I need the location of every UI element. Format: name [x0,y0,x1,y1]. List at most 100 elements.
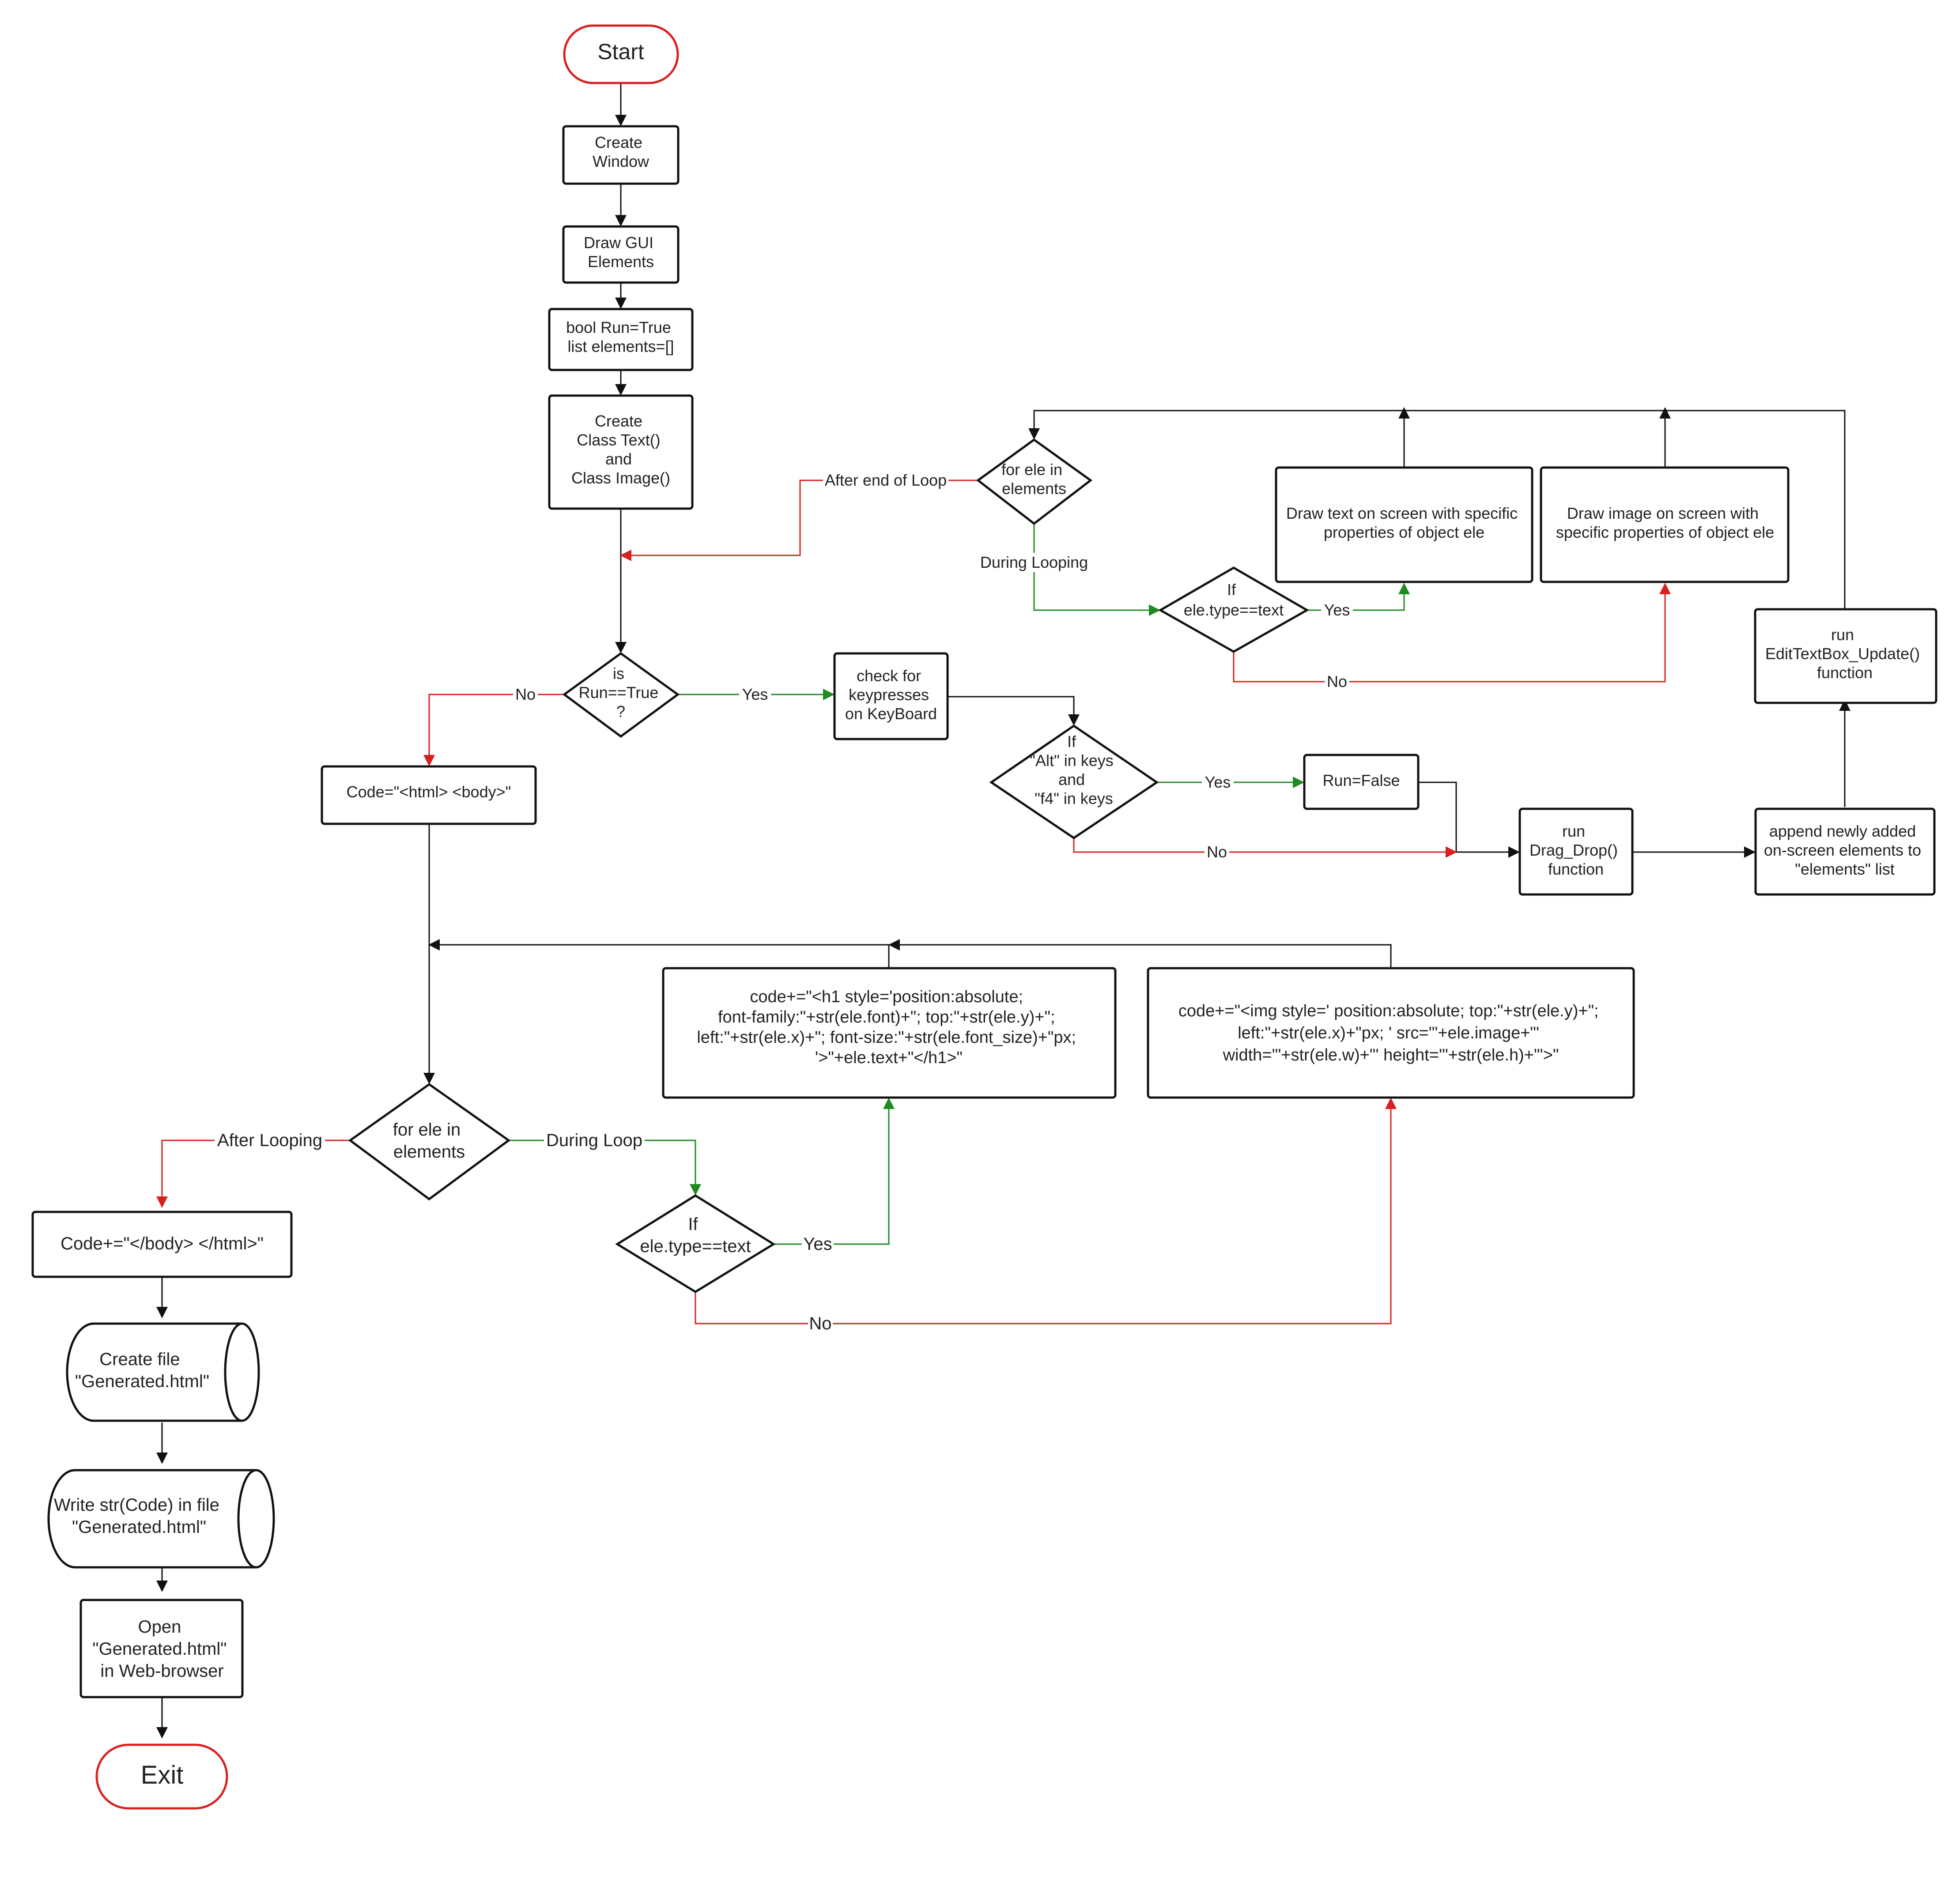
arrowhead [1839,699,1850,711]
arrowhead [615,642,627,653]
edge-label-after-looping: After Looping [217,1131,322,1150]
arrowhead [423,755,435,766]
node-text: Start Create Window Draw GUI Elements bo… [54,39,1926,1789]
draw-gui-label: Draw GUI Elements [584,234,658,271]
code-init-label: Code="<html> <body>" [347,783,511,801]
arrowhead [1398,407,1410,419]
arrowhead [615,298,627,309]
start-label: Start [597,39,644,64]
code-close-box [31,1211,293,1278]
arrowheads [156,115,1850,1739]
drag-drop-label: run Drag_Drop() function [1529,822,1622,878]
arrowhead [1446,846,1457,858]
arrowhead [1744,846,1756,858]
arrowhead [1659,583,1671,594]
arrowhead [1385,1098,1397,1109]
label-bg [978,553,1091,572]
edge-label-backgrounds [215,471,1353,1334]
arrowhead [423,1073,435,1084]
if-text-top-label: If ele.type==text [1184,581,1284,619]
write-file-label: Write str(Code) in file "Generated.html" [54,1495,224,1537]
label-bg [802,1234,834,1254]
exit-label: Exit [141,1761,184,1789]
exit-terminal [95,1743,228,1810]
create-file-label: Create file "Generated.html" [75,1350,209,1391]
write-file-cylinder [47,1469,275,1569]
edge-if-text-top-no [1233,590,1666,683]
arrowhead [690,1184,701,1196]
edge-label-after-end-of-loop: After end of Loop [825,471,947,489]
arrowhead [888,939,900,951]
edge-if-text-bottom-no [695,1106,1392,1324]
start-terminal [563,24,679,84]
run-false-label: Run=False [1322,771,1400,789]
create-window-box [562,125,680,185]
if-text-bottom-label: If ele.type==text [640,1215,751,1256]
arrowhead [823,689,835,700]
arrowhead [1068,714,1080,726]
init-vars-label: bool Run=True list elements=[] [566,318,676,355]
edge-label-no-alt: No [1207,843,1227,861]
open-browser-box [79,1599,244,1698]
loop-bottom-diamond [348,1083,511,1201]
open-browser-label: Open "Generated.html" in Web-browser [92,1617,231,1681]
arrowhead [156,1727,168,1739]
edge-loop-back-top [1033,410,1846,609]
arrowhead [156,1581,168,1592]
is-run-label: is Run==True ? [579,664,663,721]
arrowhead [156,1307,168,1318]
code-img-label: code+="<img style=' position:absolute; t… [1178,1002,1603,1064]
label-bg [1321,600,1353,620]
is-run-diamond [562,652,680,738]
drag-drop-box [1518,807,1634,896]
label-bg [808,1313,833,1334]
nodes [31,24,1937,1810]
append-box [1754,807,1936,896]
loop-top-diamond [976,438,1093,525]
label-bg [739,685,771,704]
arrowhead [1293,777,1304,788]
edge-alt-no [1073,838,1449,853]
loop-bottom-label: for ele in elements [393,1120,466,1162]
edge-code-h1-back [436,944,890,968]
arrowhead [1508,846,1520,858]
draw-text-label: Draw text on screen with specific proper… [1286,504,1522,541]
run-false-box [1303,754,1420,810]
edge-is-run-no [428,694,564,758]
edge-code-img-back [896,944,1392,968]
append-label: append newly added on-screen elements to… [1764,822,1926,878]
edges [161,83,1846,1731]
create-classes-label: Create Class Text() and Class Image() [571,412,670,487]
arrowhead [428,939,440,951]
edge-label-no-text-bottom: No [809,1314,831,1333]
draw-image-box [1540,466,1790,583]
arrowhead [156,1453,168,1464]
edge-check-keys-to-alt [947,696,1075,718]
arrowhead [615,384,627,396]
run-edit-box [1754,608,1937,704]
code-img-box [1147,967,1635,1099]
arrowhead [1028,428,1040,440]
edge-label-yes-run: Yes [742,685,768,703]
code-h1-box [662,967,1117,1099]
edge-if-text-bottom-yes [774,1106,890,1245]
label-bg [1205,842,1229,862]
arrowhead [615,215,627,226]
arrowhead [1398,583,1410,594]
arrowhead [615,115,627,126]
code-h1-label: code+="<h1 style='position:absolute; fon… [697,988,1080,1067]
create-window-label: Create Window [593,133,650,170]
edge-during-looping [1033,524,1152,611]
if-text-top-diamond [1158,566,1310,653]
label-bg [544,1130,645,1151]
edge-run-false-to-drag [1419,781,1512,853]
run-edit-label: run EditTextBox_Update() function [1765,626,1924,682]
if-text-bottom-diamond [615,1194,776,1293]
edge-label-during-loop: During Loop [546,1131,642,1150]
create-classes-box [548,394,694,510]
arrowhead [1659,407,1671,419]
if-alt-f4-diamond [989,724,1159,840]
draw-gui-box [562,225,680,284]
edge-label-yes-text-top: Yes [1324,601,1350,619]
label-bg [823,471,948,490]
